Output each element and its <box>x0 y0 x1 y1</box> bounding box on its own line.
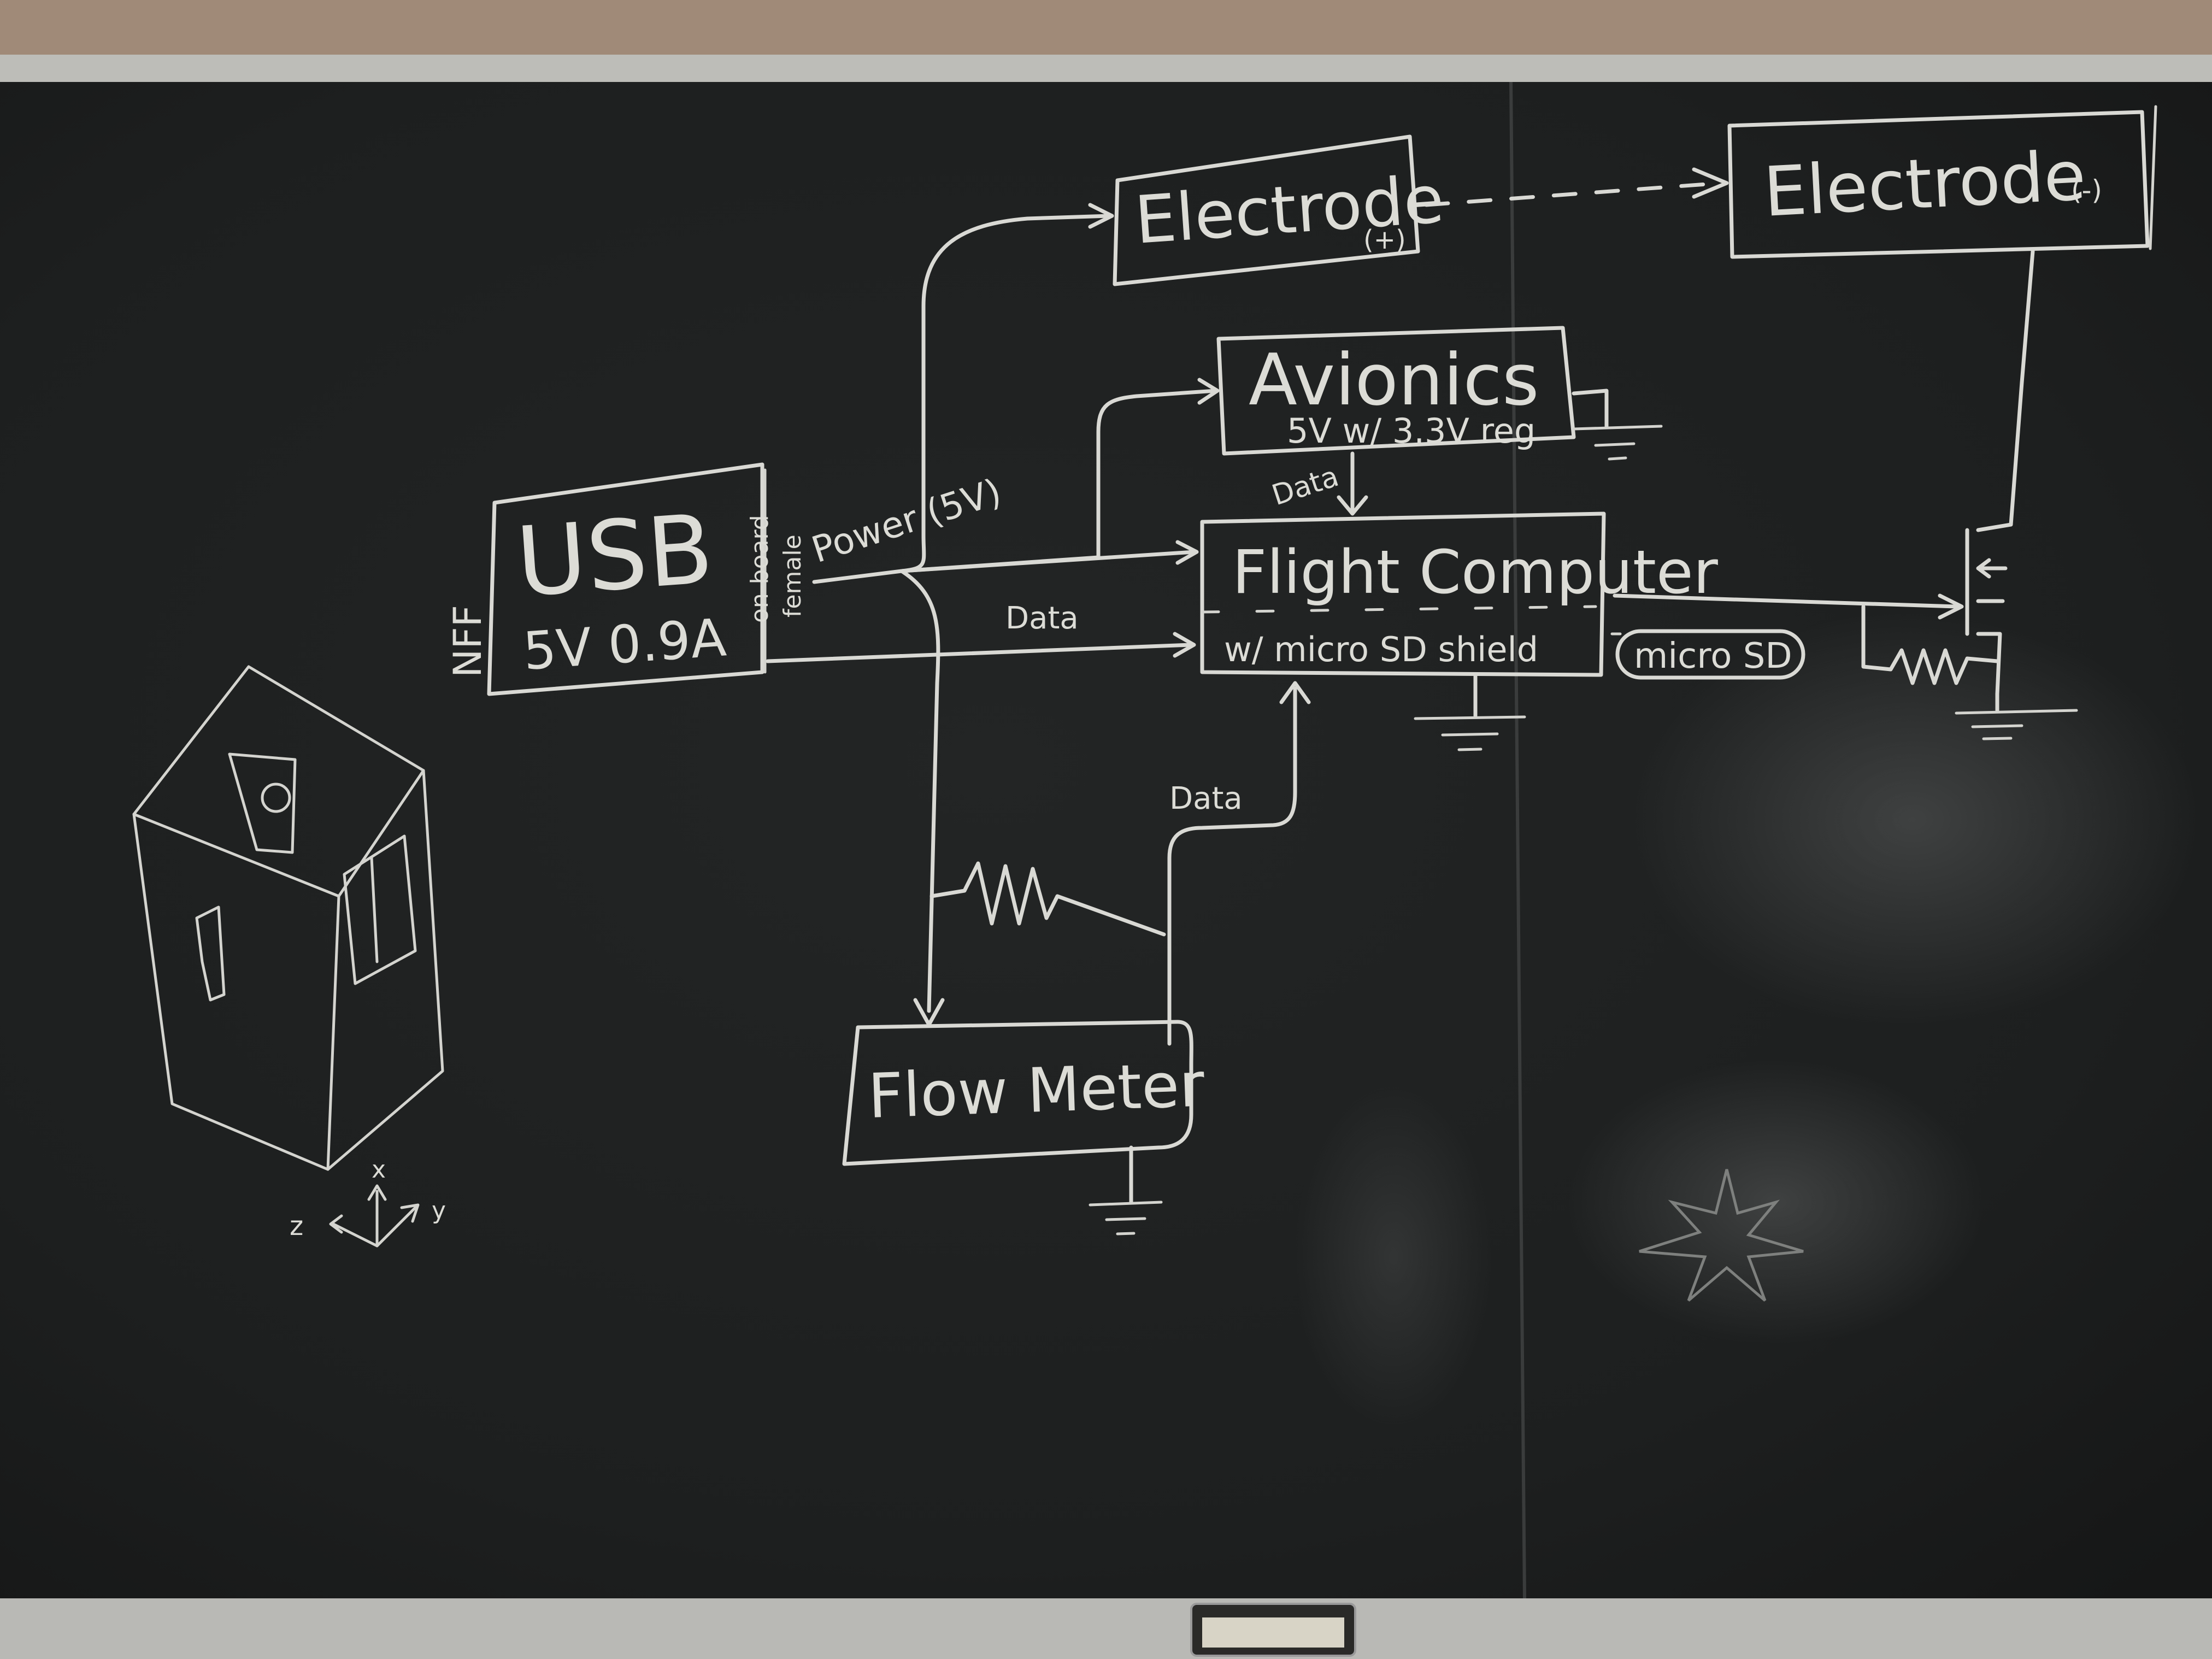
chalk-smudge <box>1295 1082 1492 1432</box>
electrode-negative-label: Electrode <box>1762 136 2088 232</box>
avionics-subtitle: 5V w/ 3.3V reg <box>1287 411 1536 451</box>
usb-title: USB <box>513 494 717 619</box>
data-wire-usb <box>766 643 1193 663</box>
usb-spec: 5V 0.9A <box>521 608 728 682</box>
board-seam <box>1509 81 1526 1599</box>
electrode-dashed-link <box>1424 181 1723 207</box>
ground-symbol-flow-meter <box>1089 1201 1163 1236</box>
usb-block: USB 5V 0.9A on-board female NFF <box>445 462 807 696</box>
data-wire-flow-meter <box>1167 686 1297 1046</box>
gate-wire <box>1613 593 1958 609</box>
axis-z-label: z <box>290 1211 303 1242</box>
usb-side-onboard: on-board <box>746 515 774 623</box>
resistor-symbol <box>929 861 1166 937</box>
microsd-block: micro SD <box>1610 629 1805 680</box>
electrode-negative-polarity: (-) <box>2071 174 2102 206</box>
frame-top <box>0 55 2212 85</box>
ground-symbol-avionics <box>1572 425 1663 461</box>
microsd-label: micro SD <box>1634 636 1792 676</box>
electrode-positive-polarity: (+) <box>1363 225 1406 255</box>
avionics-title: Avionics <box>1249 338 1539 421</box>
power-to-flow-meter <box>899 569 940 1013</box>
flight-computer-subtitle: w/ micro SD shield <box>1224 630 1538 669</box>
ground-symbol-mosfet <box>1955 709 2078 740</box>
axis-sketch: x y z <box>290 1156 446 1248</box>
data-label-usb: Data <box>1005 601 1079 636</box>
axis-x-label: x <box>372 1156 386 1184</box>
data-label-flow-meter: Data <box>1169 781 1243 816</box>
flow-meter-label: Flow Meter <box>867 1050 1206 1132</box>
power-to-flight-computer <box>899 550 1196 573</box>
usb-left-label: NFF <box>445 605 490 678</box>
pulldown-resistor <box>1861 604 1999 685</box>
electrode-negative-block: Electrode (-) <box>1727 105 2157 259</box>
avionics-block: Avionics 5V w/ 3.3V reg <box>1216 326 1576 456</box>
flow-meter-block: Flow Meter <box>842 1020 1206 1166</box>
chalk-smudge <box>1628 612 2197 1027</box>
frame-bottom <box>0 1598 2212 1659</box>
electrode-negative-wire <box>2009 249 2035 527</box>
ground-symbol-flight-computer <box>1414 715 1526 751</box>
eraser-felt <box>1202 1617 1344 1648</box>
usb-side-female: female <box>779 534 807 617</box>
starburst-doodle <box>1639 1169 1804 1302</box>
mosfet-symbol <box>1965 522 2013 696</box>
power-wire <box>812 214 1111 584</box>
axis-y-label: y <box>432 1197 446 1225</box>
isometric-box-sketch <box>132 665 444 1171</box>
